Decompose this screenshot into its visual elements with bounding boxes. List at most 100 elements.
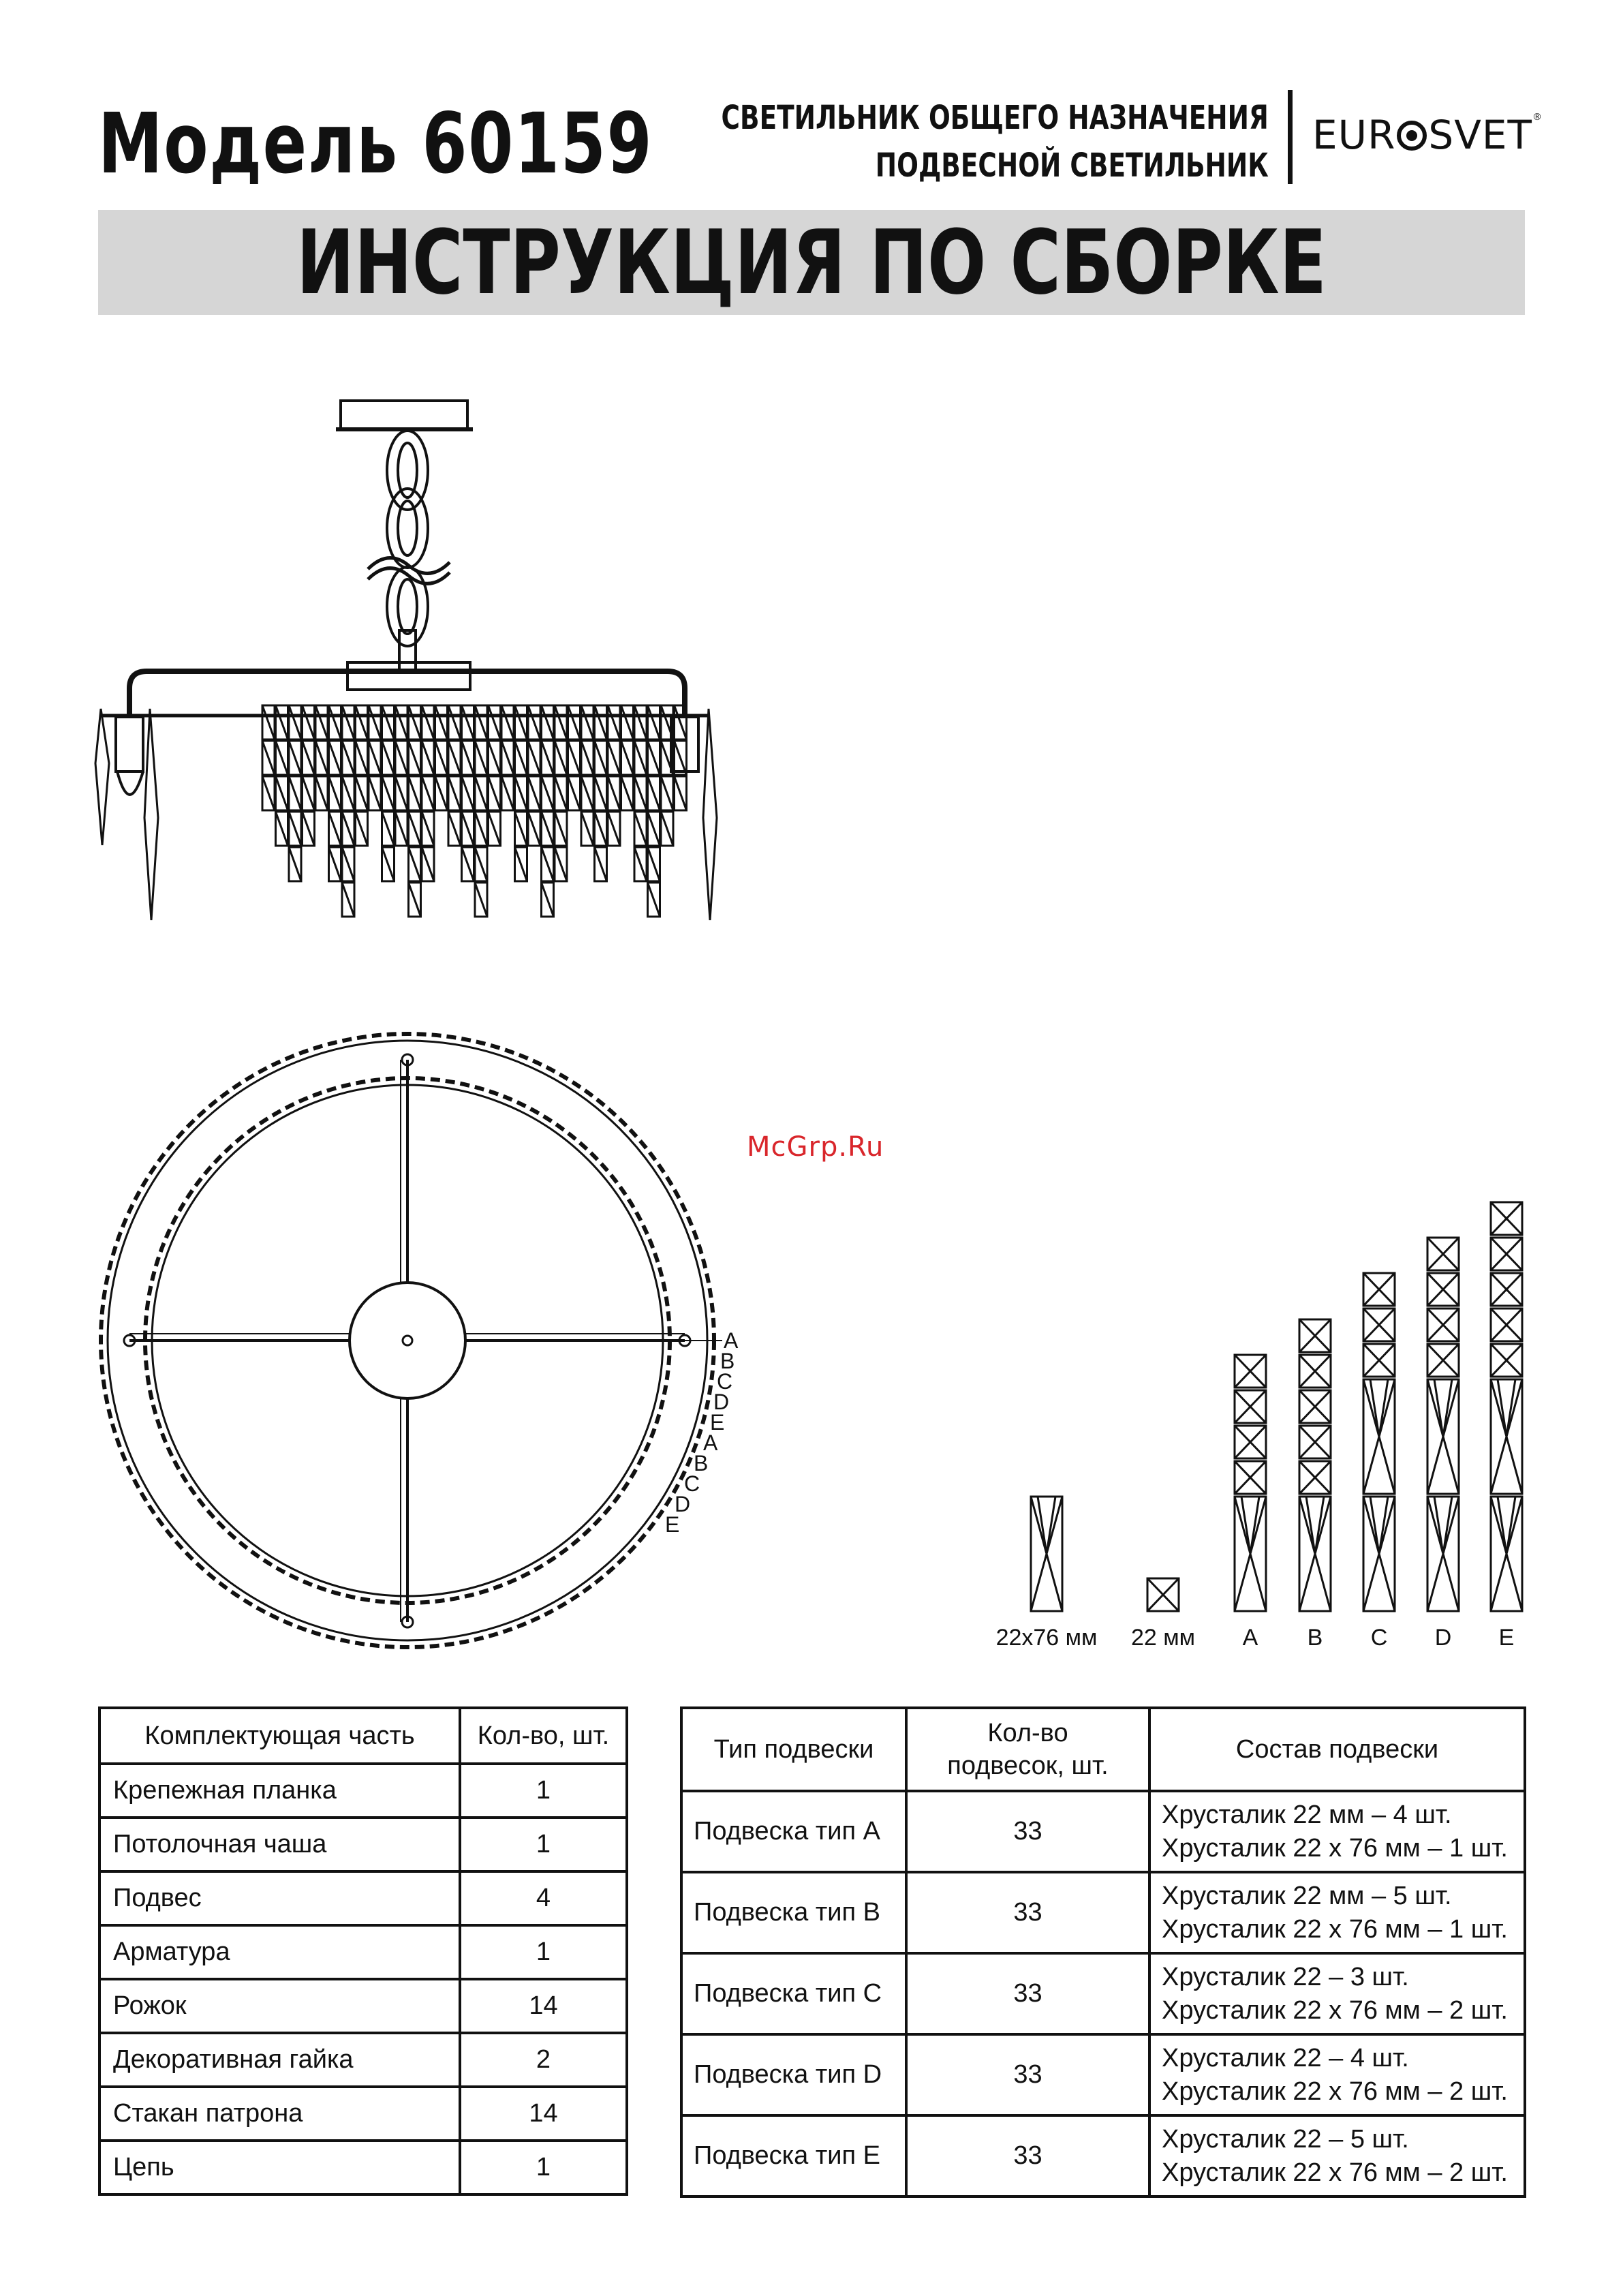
- curtain-crystal-facet: [474, 811, 489, 846]
- crystal-facet: [1233, 1496, 1267, 1612]
- curtain-crystal-facet: [487, 811, 501, 846]
- brand-logo-o-icon: [1397, 121, 1427, 151]
- crystal-facet: [1298, 1389, 1332, 1424]
- curtain-crystal-facet: [647, 705, 661, 740]
- curtain-crystal-facet: [394, 740, 409, 776]
- curtain-crystal-facet: [527, 776, 542, 811]
- curtain-crystal-facet: [434, 705, 448, 740]
- hanger-type: Подвеска тип E: [680, 2114, 908, 2198]
- crystal-facet: [1298, 1460, 1332, 1495]
- curtain-crystal-facet: [420, 811, 435, 846]
- curtain-crystal: [647, 881, 661, 918]
- crystal-22: [1298, 1318, 1332, 1353]
- hanger-composition: Хрусталик 22 мм – 5 шт.Хрусталик 22 х 76…: [1148, 1871, 1526, 1955]
- crystal-label: C: [1370, 1625, 1388, 1651]
- crystal-22x76: [1426, 1378, 1460, 1495]
- curtain-crystal-facet: [461, 846, 475, 882]
- crystal-facet: [1298, 1496, 1332, 1612]
- crystal-22: [1489, 1201, 1524, 1236]
- curtain-crystal-facet: [540, 776, 555, 811]
- curtain-crystal-facet: [407, 882, 422, 917]
- curtain-crystal-facet: [288, 705, 303, 740]
- crystal-facet: [1426, 1307, 1460, 1343]
- curtain-crystal: [540, 881, 555, 918]
- crystal-facet: [1362, 1272, 1396, 1307]
- curtain-crystal: [673, 704, 687, 741]
- curtain-crystal-facet: [288, 776, 303, 811]
- curtain-crystal: [381, 846, 395, 883]
- curtain-crystal-facet: [567, 740, 581, 776]
- hanger-count: 33: [905, 2114, 1151, 2198]
- curtain-crystal-facet: [367, 705, 382, 740]
- curtain-crystal-facet: [633, 740, 648, 776]
- curtain-crystal-facet: [314, 776, 329, 811]
- crystal-facet: [1426, 1343, 1460, 1378]
- crystal-22x76: [1362, 1495, 1396, 1612]
- curtain-crystal-facet: [275, 811, 289, 846]
- curtain-crystal: [474, 846, 489, 883]
- crystal-22: [1489, 1272, 1524, 1307]
- instruction-banner: ИНСТРУКЦИЯ ПО СБОРКЕ: [98, 210, 1525, 315]
- curtain-crystal-facet: [514, 846, 528, 882]
- part-qty: 4: [459, 1870, 628, 1927]
- curtain-crystal-facet: [647, 776, 661, 811]
- hanger-header-type: Тип подвески: [680, 1706, 908, 1792]
- composition-line: Хрусталик 22 х 76 мм – 2 шт.: [1162, 2077, 1508, 2106]
- part-qty: 14: [459, 2085, 628, 2142]
- curtain-crystal-facet: [420, 776, 435, 811]
- curtain-crystal: [354, 810, 369, 847]
- curtain-crystal-facet: [647, 811, 661, 846]
- crystal-facet: [1489, 1496, 1524, 1612]
- curtain-crystal-facet: [500, 705, 515, 740]
- curtain-crystal-facet: [407, 705, 422, 740]
- curtain-crystal-facet: [474, 776, 489, 811]
- crystal-facet: [1030, 1496, 1064, 1612]
- curtain-crystal-facet: [580, 811, 595, 846]
- crystal-facet: [1362, 1496, 1396, 1612]
- crystal-facet: [1426, 1379, 1460, 1495]
- curtain-crystal-facet: [514, 705, 528, 740]
- crystal-22: [1426, 1236, 1460, 1272]
- crystal-facet: [1489, 1236, 1524, 1272]
- hanger-composition: Хрусталик 22 – 4 шт.Хрусталик 22 х 76 мм…: [1148, 2033, 1526, 2117]
- curtain-crystal-facet: [341, 776, 356, 811]
- product-category: СВЕТИЛЬНИК ОБЩЕГО НАЗНАЧЕНИЯ ПОДВЕСНОЙ С…: [722, 94, 1269, 189]
- canopy-top: [348, 1281, 467, 1400]
- category-line-1: СВЕТИЛЬНИК ОБЩЕГО НАЗНАЧЕНИЯ: [721, 99, 1269, 137]
- curtain-crystal: [487, 810, 501, 847]
- hanger-type: Подвеска тип C: [680, 1952, 908, 2036]
- crystal-label: 22x76 мм: [995, 1625, 1098, 1651]
- curtain-crystal-facet: [381, 740, 395, 776]
- curtain-crystal-facet: [381, 846, 395, 882]
- curtain-crystal-facet: [487, 740, 501, 776]
- crystal-label: D: [1434, 1625, 1452, 1651]
- curtain-crystal-facet: [420, 705, 435, 740]
- curtain-crystal-facet: [647, 882, 661, 917]
- curtain-crystal-facet: [288, 740, 303, 776]
- hanger-count: 33: [905, 1871, 1151, 1955]
- curtain-crystal-facet: [394, 776, 409, 811]
- curtain-crystal-facet: [540, 705, 555, 740]
- part-qty: 1: [459, 1762, 628, 1819]
- crystal-facet: [1298, 1424, 1332, 1460]
- curtain-crystal-facet: [275, 740, 289, 776]
- curtain-crystal-facet: [606, 811, 621, 846]
- curtain-crystal-facet: [301, 740, 315, 776]
- crystal-facet: [1489, 1272, 1524, 1307]
- hanger-type: Подвеска тип D: [680, 2033, 908, 2117]
- curtain-crystal-facet: [354, 811, 369, 846]
- crystal-22: [1489, 1343, 1524, 1378]
- crystal-facet: [1233, 1389, 1267, 1424]
- curtain-crystal: [341, 881, 356, 918]
- curtain-crystal-facet: [540, 740, 555, 776]
- curtain-crystal-facet: [341, 740, 356, 776]
- parts-header-name: Комплектующая часть: [98, 1706, 461, 1765]
- crystal-22x76: [1489, 1495, 1524, 1612]
- crystal-22x76: [1426, 1495, 1460, 1612]
- crystal-22x76: [1489, 1378, 1524, 1495]
- curtain-crystal-facet: [553, 811, 568, 846]
